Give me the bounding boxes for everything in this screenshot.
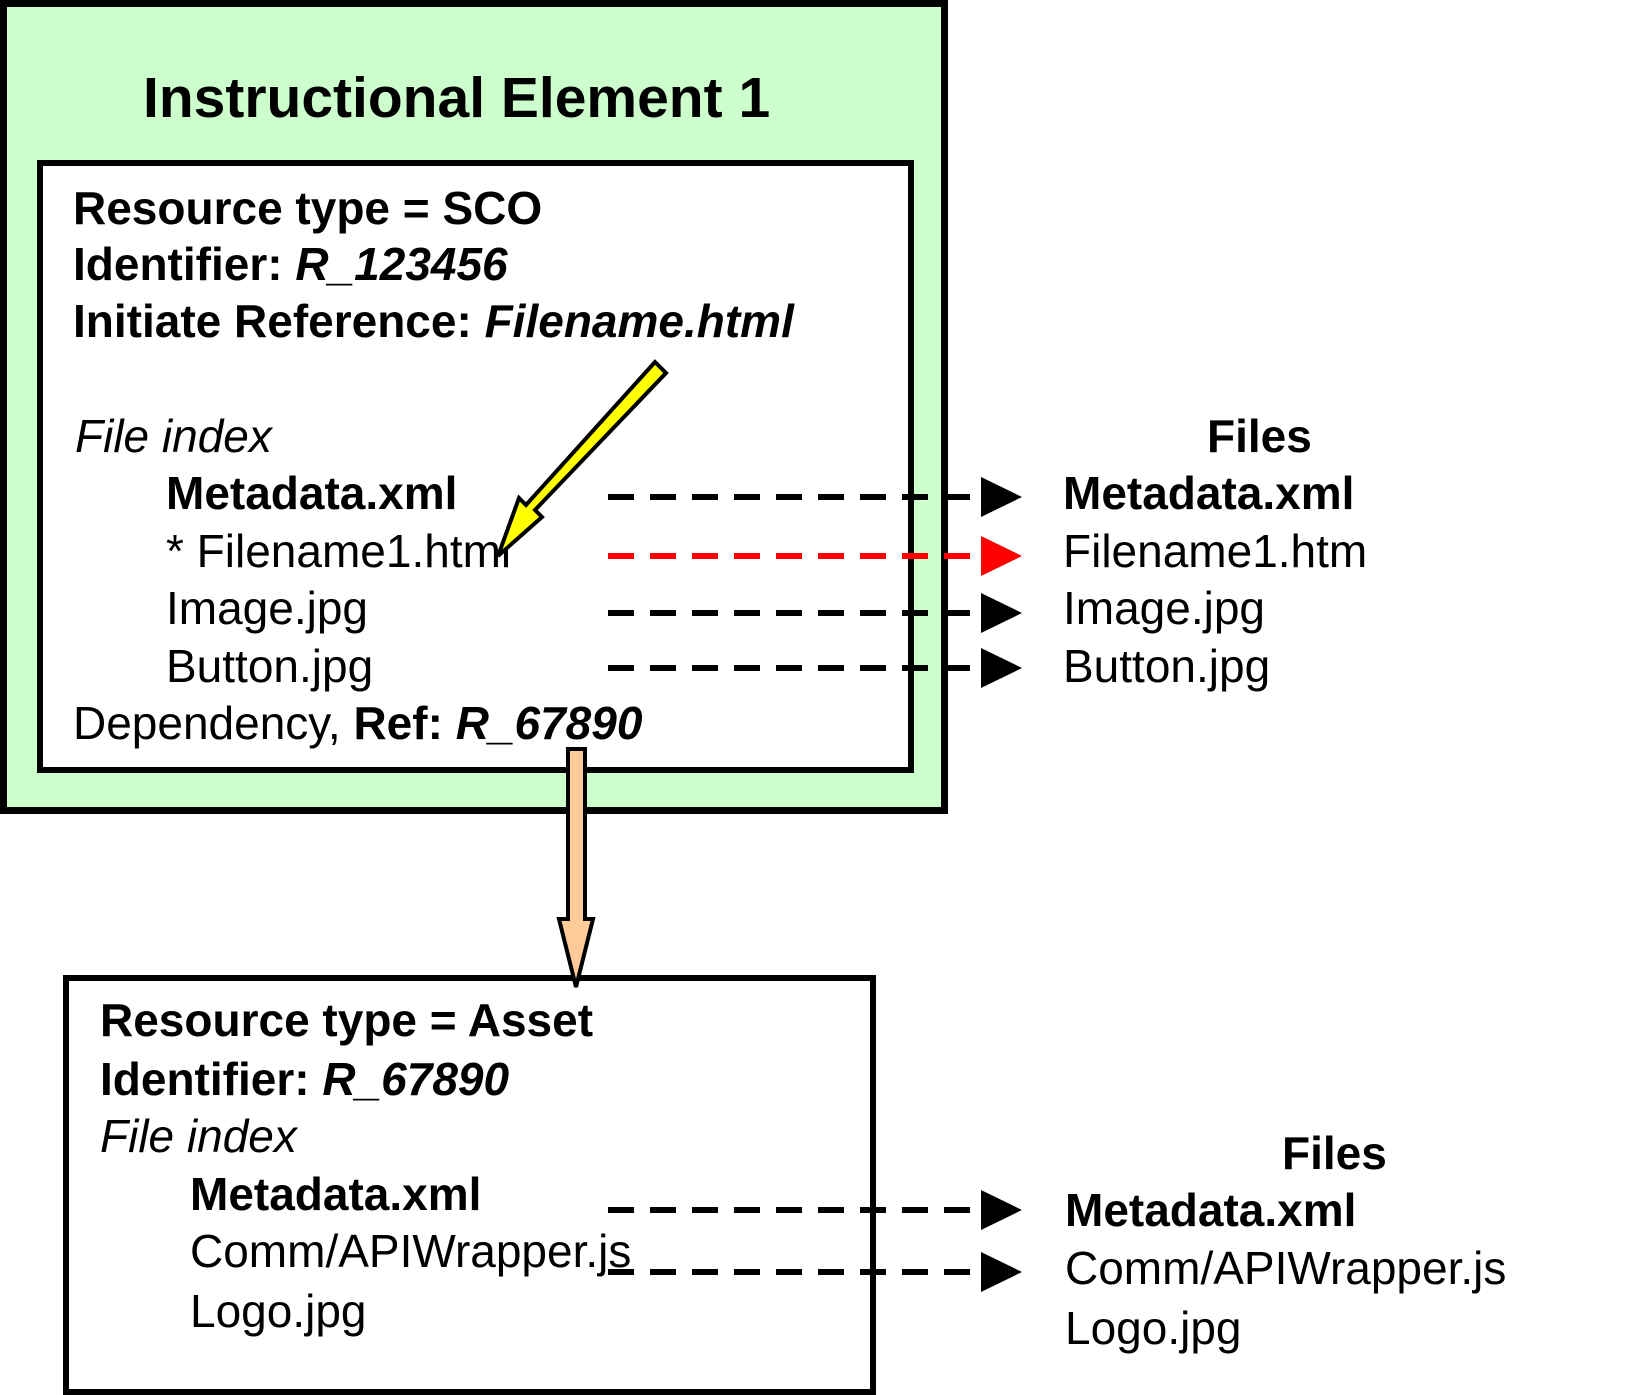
asset-files-item: Metadata.xml [1065, 1184, 1357, 1236]
connector-metadata [608, 477, 1022, 517]
sco-identifier: Identifier: R_123456 [73, 241, 508, 287]
connector-asset-apiwrapper [608, 1252, 1022, 1292]
sco-dependency: Dependency, Ref: R_67890 [73, 700, 642, 746]
dependency-ref-label: Ref: [353, 697, 456, 749]
connector-asset-metadata [608, 1190, 1022, 1230]
instructional-element-title: Instructional Element 1 [143, 66, 771, 130]
sco-files-item: Metadata.xml [1063, 467, 1355, 519]
asset-resource-box [63, 975, 876, 1395]
arrowhead-icon [981, 536, 1022, 576]
dependency-ref-value: R_67890 [455, 697, 643, 749]
arrowhead-icon [981, 1190, 1022, 1230]
arrowhead-icon [981, 1252, 1022, 1292]
asset-file-index-label: File index [100, 1110, 297, 1162]
sco-identifier-value: R_123456 [295, 238, 508, 290]
asset-files-item: Comm/APIWrapper.js [1065, 1242, 1507, 1294]
sco-files-item: Button.jpg [1063, 640, 1271, 692]
connector-button [608, 648, 1022, 688]
asset-file-index-item: Metadata.xml [190, 1168, 482, 1220]
dependency-label: Dependency, [73, 697, 354, 749]
sco-resource-box [37, 160, 914, 773]
sco-file-index-item: Metadata.xml [166, 467, 458, 519]
arrowhead-icon [981, 477, 1022, 517]
sco-identifier-label: Identifier: [73, 238, 296, 290]
arrowhead-icon [981, 648, 1022, 688]
connector-image [608, 593, 1022, 633]
asset-identifier-label: Identifier: [100, 1053, 323, 1105]
asset-files-item: Logo.jpg [1065, 1302, 1242, 1354]
sco-files-header: Files [1207, 410, 1312, 462]
sco-initiate-value: Filename.html [484, 295, 794, 347]
sco-files-item: Filename1.htm [1063, 525, 1368, 577]
asset-resource-type: Resource type = Asset [100, 994, 594, 1046]
connector-filename1-highlight [608, 536, 1022, 576]
yellow-pointer-arrow-icon [496, 359, 669, 558]
sco-file-index-item: * Filename1.html [166, 525, 512, 577]
sco-initiate-label: Initiate Reference: [73, 295, 485, 347]
asset-files-header: Files [1282, 1127, 1387, 1179]
asset-identifier: Identifier: R_67890 [100, 1056, 509, 1102]
sco-file-index-item: Button.jpg [166, 640, 374, 692]
arrowhead-icon [981, 593, 1022, 633]
sco-file-index-item: Image.jpg [166, 582, 369, 634]
asset-file-index-item: Comm/APIWrapper.js [190, 1225, 632, 1277]
sco-file-index-label: File index [75, 410, 272, 462]
sco-resource-type: Resource type = SCO [73, 182, 543, 234]
asset-identifier-value: R_67890 [322, 1053, 510, 1105]
dependency-arrow-icon [556, 747, 596, 988]
asset-file-index-item: Logo.jpg [190, 1285, 367, 1337]
sco-initiate-reference: Initiate Reference: Filename.html [73, 298, 794, 344]
sco-files-item: Image.jpg [1063, 582, 1266, 634]
